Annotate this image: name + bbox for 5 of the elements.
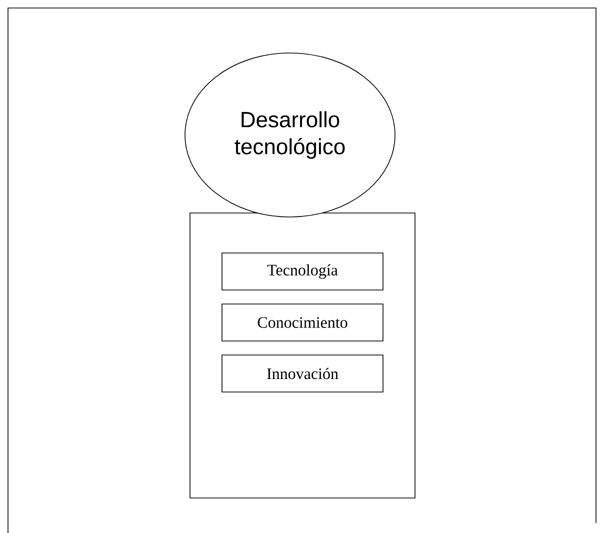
text-box: Conocimiento [222,304,384,342]
text-box: Tecnología [222,252,384,290]
ellipse-node: Desarrollo tecnológico [184,52,396,218]
container-box [190,212,416,498]
text-box: Innovación [222,354,384,392]
